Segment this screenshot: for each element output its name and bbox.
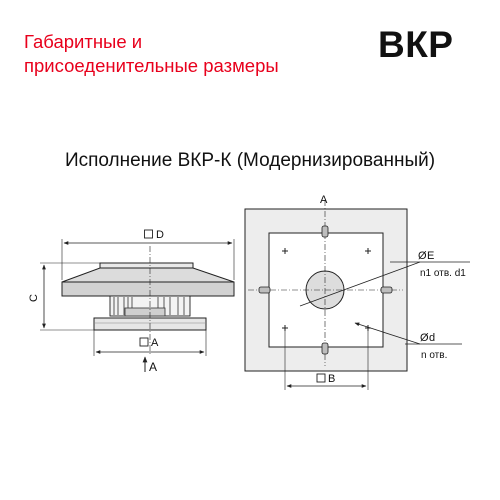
cap-hood bbox=[61, 267, 235, 283]
dim-c-label: C bbox=[28, 294, 40, 302]
phi-e-symbol: Ø bbox=[418, 250, 427, 262]
dim-b-label: B bbox=[328, 373, 335, 385]
dim-a-label: A bbox=[151, 337, 159, 349]
holes-d-label: n отв. bbox=[421, 350, 447, 361]
holes-d1-label: n1 отв. d1 bbox=[420, 268, 466, 279]
model-code: ВКР bbox=[378, 24, 454, 65]
cap-top-plate bbox=[99, 262, 194, 269]
mounting-clips bbox=[258, 225, 393, 355]
fan-blades bbox=[113, 297, 185, 317]
phi-d-label: d bbox=[429, 332, 435, 344]
dimensions-title: Габаритные и присоеденительные размеры bbox=[24, 30, 279, 78]
side-view: D C A A bbox=[28, 229, 235, 374]
plan-view: A Ø E n1 отв. d1 Ø d n отв. bbox=[244, 194, 470, 390]
dim-d-square bbox=[144, 229, 153, 239]
dim-b-square bbox=[316, 373, 326, 383]
phi-e-label: E bbox=[427, 250, 434, 262]
leader-e bbox=[299, 261, 421, 307]
bolt-holes bbox=[282, 248, 371, 331]
dimensions-title-line1: Габаритные и bbox=[24, 31, 143, 52]
dim-a-square bbox=[139, 337, 149, 347]
phi-d-symbol: Ø bbox=[420, 332, 429, 344]
plan-top-a-label: A bbox=[320, 194, 328, 206]
dimensions-title-line2: присоеденительные размеры bbox=[24, 55, 279, 76]
leader-d bbox=[354, 322, 421, 345]
version-subtitle: Исполнение ВКР-К (Модернизированный) bbox=[64, 150, 436, 171]
section-arrow-a-label: A bbox=[149, 360, 157, 374]
dim-d-label: D bbox=[156, 229, 164, 241]
cap-skirt bbox=[61, 281, 235, 297]
